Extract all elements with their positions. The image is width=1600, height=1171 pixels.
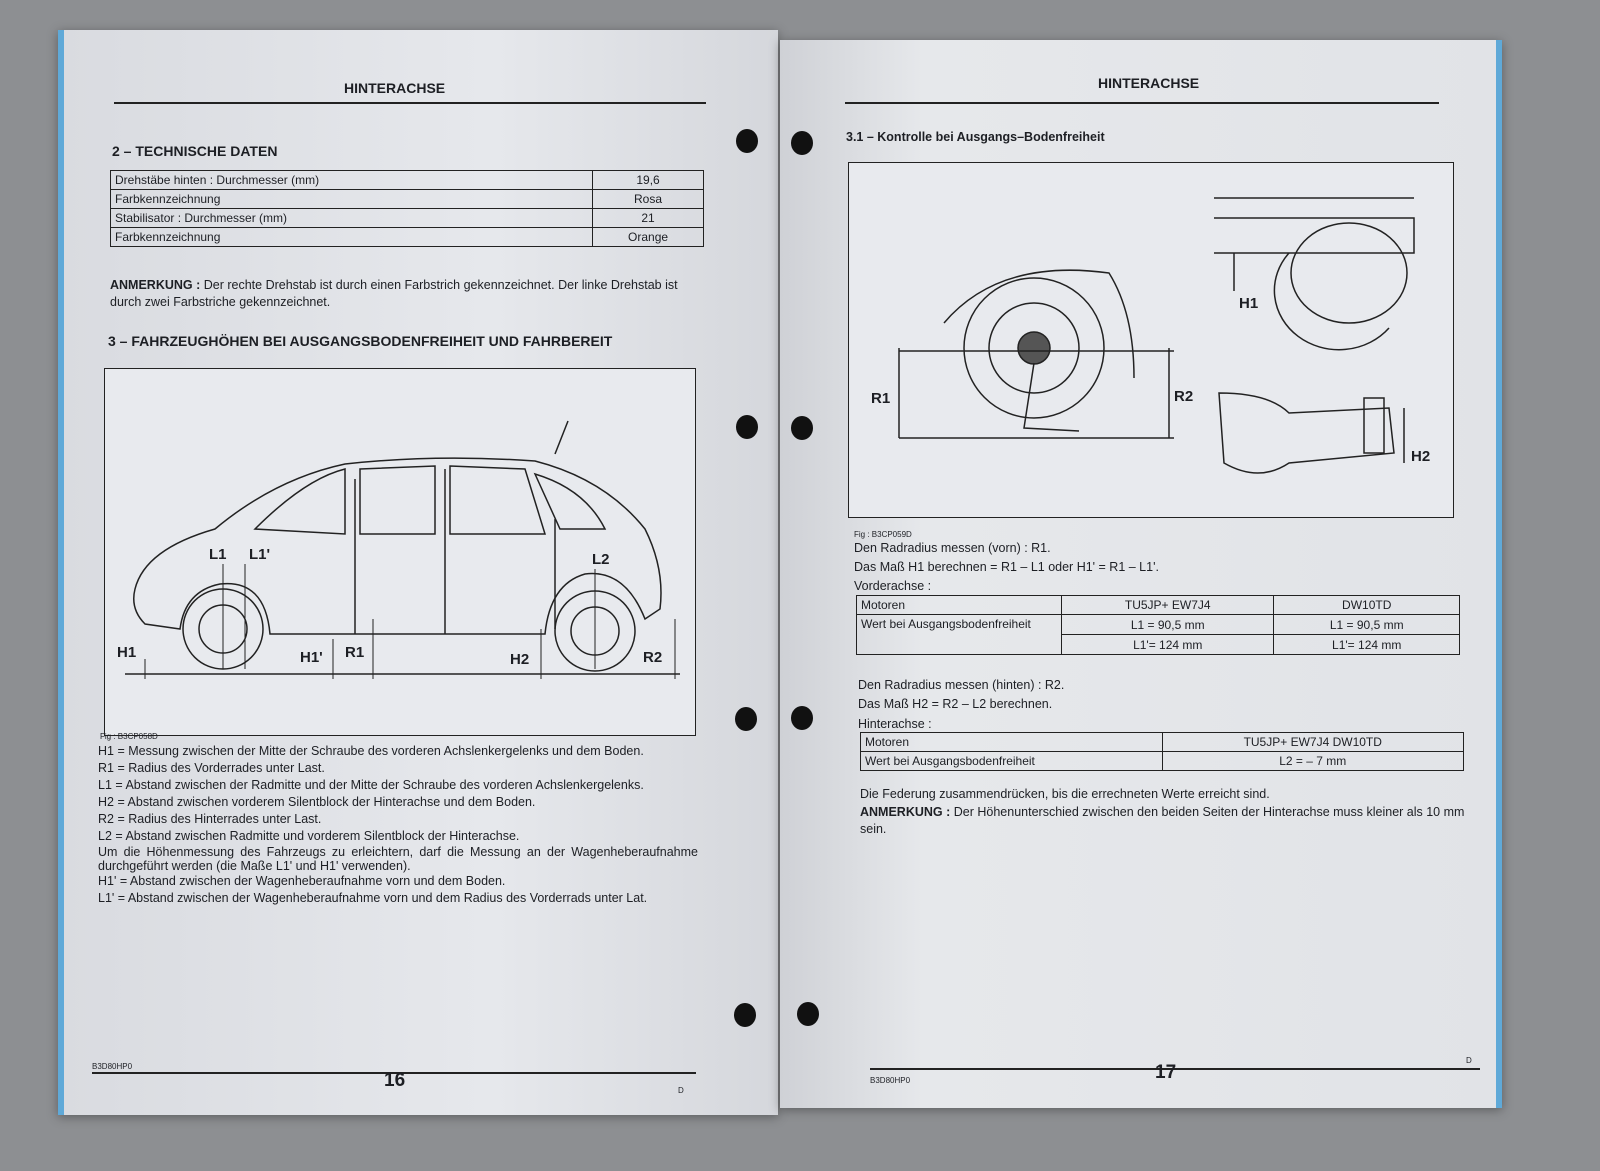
note: ANMERKUNG : Der Höhenunterschied zwische… [860, 804, 1470, 838]
table-row: Drehstäbe hinten : Durchmesser (mm)19,6 [109, 170, 704, 190]
label-L1: L1 [209, 546, 227, 563]
instruction: Den Radradius messen (hinten) : R2. [858, 678, 1065, 692]
label-R2: R2 [1174, 388, 1193, 405]
cell: L2 = – 7 mm [1161, 751, 1464, 771]
section-title: 3.1 – Kontrolle bei Ausgangs–Bodenfreihe… [846, 130, 1105, 144]
instruction: Das Maß H2 = R2 – L2 berechnen. [858, 697, 1053, 711]
label-R1: R1 [345, 644, 364, 661]
cell: 19,6 [592, 170, 704, 190]
punch-hole [736, 415, 758, 439]
footer-mark: D [1466, 1056, 1472, 1065]
car-side-figure: L1 L1' L2 H1 H1' R1 H2 R2 [104, 368, 696, 736]
page-header: HINTERACHSE [1098, 75, 1200, 91]
car-diagram: L1 L1' L2 H1 H1' R1 H2 R2 [117, 420, 680, 679]
label-L1-prime: L1' [249, 546, 270, 563]
cell: 21 [592, 208, 704, 228]
footer-code: B3D80HP0 [870, 1076, 911, 1085]
page-number: 16 [384, 1070, 406, 1091]
label-H1: H1 [117, 644, 136, 661]
label-R2: R2 [643, 649, 662, 666]
label-H2: H2 [510, 651, 529, 668]
table-label: Vorderachse : [854, 579, 932, 593]
wheel-diagram: R1 R2 H1 H2 [871, 197, 1430, 474]
cell: Orange [592, 227, 704, 247]
cell: Wert bei Ausgangsbodenfreiheit [860, 751, 1163, 771]
page-number: 17 [1155, 1062, 1177, 1083]
definition: L1' = Abstand zwischen der Wagenheberauf… [98, 891, 648, 905]
cell: L1'= 124 mm [1061, 634, 1275, 655]
footer-code: B3D80HP0 [92, 1062, 133, 1071]
instruction: Das Maß H1 berechnen = R1 – L1 oder H1' … [854, 560, 1159, 574]
instruction: Den Radradius messen (vorn) : R1. [854, 541, 1051, 555]
definition: L2 = Abstand zwischen Radmitte und vorde… [98, 829, 520, 843]
page-header: HINTERACHSE [344, 80, 446, 96]
label-H1-prime: H1' [300, 649, 323, 666]
note-label: ANMERKUNG : [110, 278, 201, 292]
definition: L1 = Abstand zwischen der Radmitte und d… [98, 778, 644, 792]
cell: Drehstäbe hinten : Durchmesser (mm) [109, 170, 594, 190]
footer-rule [870, 1068, 1480, 1070]
definition: H1 = Messung zwischen der Mitte der Schr… [98, 744, 644, 758]
figure-caption: Fig : B3CP058D [100, 732, 158, 741]
wheel-measurement-figure: R1 R2 H1 H2 [848, 162, 1454, 518]
right-page: HINTERACHSE 3.1 – Kontrolle bei Ausgangs… [780, 40, 1502, 1108]
cell: Rosa [592, 189, 704, 209]
left-page: HINTERACHSE 2 – TECHNISCHE DATEN Drehstä… [58, 30, 778, 1115]
footer-rule [92, 1072, 696, 1074]
definition: Um die Höhenmessung des Fahrzeugs zu erl… [98, 845, 698, 873]
cell: Farbkennzeichnung [109, 189, 594, 209]
definition: H1' = Abstand zwischen der Wagenheberauf… [98, 874, 506, 888]
cell: TU5JP+ EW7J4 [1061, 595, 1275, 615]
definition: H2 = Abstand zwischen vorderem Silentblo… [98, 795, 536, 809]
note-label: ANMERKUNG : [860, 805, 951, 819]
definition: R2 = Radius des Hinterrades unter Last. [98, 812, 322, 826]
cell: Stabilisator : Durchmesser (mm) [109, 208, 594, 228]
note: ANMERKUNG : Der rechte Drehstab ist durc… [110, 277, 710, 311]
punch-hole [736, 129, 758, 153]
cell: L1'= 124 mm [1273, 634, 1460, 655]
note-text: Der Höhenunterschied zwischen den beiden… [860, 805, 1465, 836]
header-rule [114, 102, 706, 104]
header-rule [845, 102, 1439, 104]
table-label: Hinterachse : [858, 717, 932, 731]
punch-hole [797, 1002, 819, 1026]
cell: L1 = 90,5 mm [1273, 614, 1460, 635]
section-title: 3 – FAHRZEUGHÖHEN BEI AUSGANGSBODENFREIH… [108, 333, 613, 349]
punch-hole [735, 707, 757, 731]
cell: L1 = 90,5 mm [1061, 614, 1275, 635]
punch-hole [791, 131, 813, 155]
punch-hole [791, 416, 813, 440]
label-H1: H1 [1239, 295, 1258, 312]
note-text: Der rechte Drehstab ist durch einen Farb… [110, 278, 678, 309]
cell: Farbkennzeichnung [109, 227, 594, 247]
label-H2: H2 [1411, 448, 1430, 465]
cell: TU5JP+ EW7J4 DW10TD [1161, 732, 1464, 752]
tech-data-table: Drehstäbe hinten : Durchmesser (mm)19,6 … [109, 170, 704, 247]
cell: Motoren [855, 595, 1063, 615]
instruction: Die Federung zusammendrücken, bis die er… [860, 787, 1270, 801]
cell: DW10TD [1273, 595, 1460, 615]
figure-caption: Fig : B3CP059D [854, 530, 912, 539]
footer-mark: D [678, 1086, 684, 1095]
definition: R1 = Radius des Vorderrades unter Last. [98, 761, 325, 775]
section-title: 2 – TECHNISCHE DATEN [112, 143, 278, 159]
label-L2: L2 [592, 551, 610, 568]
label-R1: R1 [871, 390, 890, 407]
punch-hole [734, 1003, 756, 1027]
cell: Motoren [860, 732, 1163, 752]
definitions: H1 = Messung zwischen der Mitte der Schr… [98, 743, 698, 907]
table-row: Stabilisator : Durchmesser (mm)21 [109, 208, 704, 228]
cell: Wert bei Ausgangsbodenfreiheit [855, 614, 1063, 655]
punch-hole [791, 706, 813, 730]
